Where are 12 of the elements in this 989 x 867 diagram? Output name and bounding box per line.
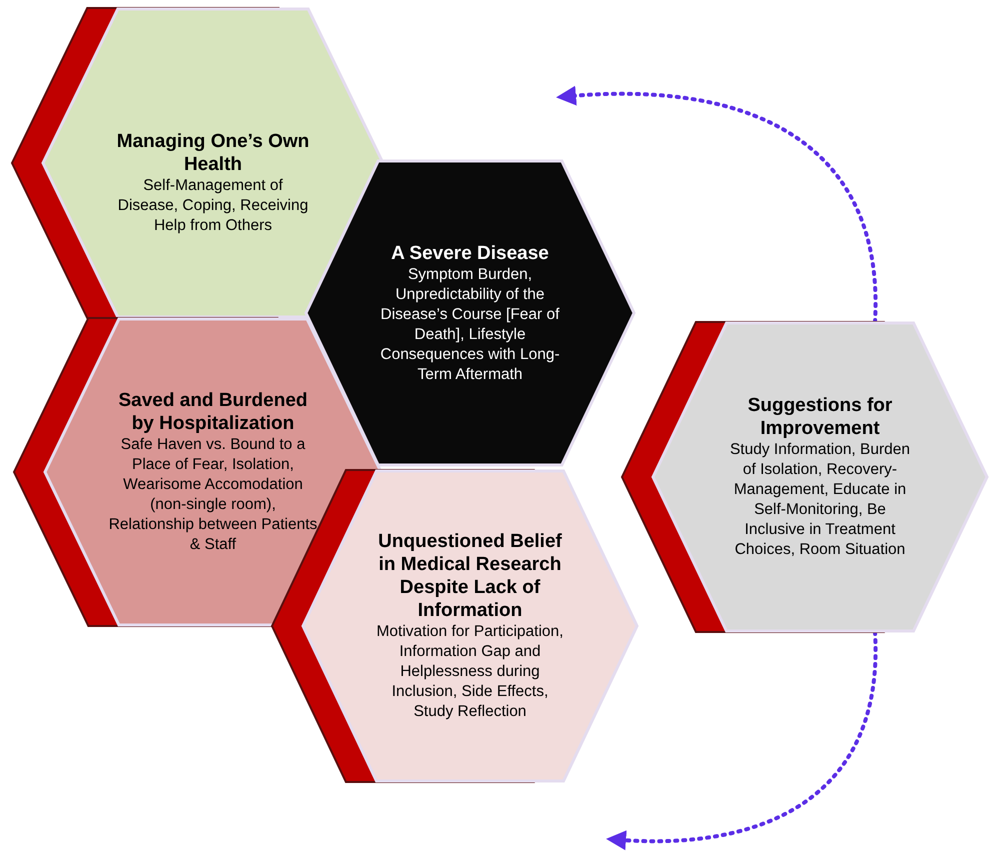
hexagon-heading: Unquestioned Belief in Medical Research Despite Lack of Information — [377, 530, 563, 622]
hexagon-body-text: Safe Haven vs. Bound to a Place of Fear, Isolation, Wearisome Accomodation (non-single room), Relationship between Patients & Staff — [108, 435, 318, 555]
hexagon-body-text: Motivation for Participation, Information Gap and Helplessness during Inclusion, Side Effects, Study Reflection — [376, 622, 564, 722]
hexagon-heading: Suggestions for Improvement — [746, 394, 894, 440]
hexagon-shape — [622, 322, 988, 632]
hexagon-heading: Managing One’s Own Health — [116, 130, 310, 176]
hexagon-heading: Saved and Burdened by Hospitalization — [118, 389, 308, 435]
hexagon-heading: A Severe Disease — [390, 242, 550, 264]
dotted-arrow — [556, 86, 877, 324]
hexagon-body-text: Self-Management of Disease, Coping, Receiving Help from Others — [116, 176, 310, 236]
hexagon-body-text: Symptom Burden, Unpredictability of the Disease’s Course [Fear of Death], Lifestyle Consequences with Long-Term Aftermath — [379, 264, 561, 384]
hexagon-body-text: Study Information, Burden of Isolation, Recovery-Management, Educate in Self-Monitoring, Be Inclusive in Treatment Choices, Room Situation — [728, 440, 912, 560]
